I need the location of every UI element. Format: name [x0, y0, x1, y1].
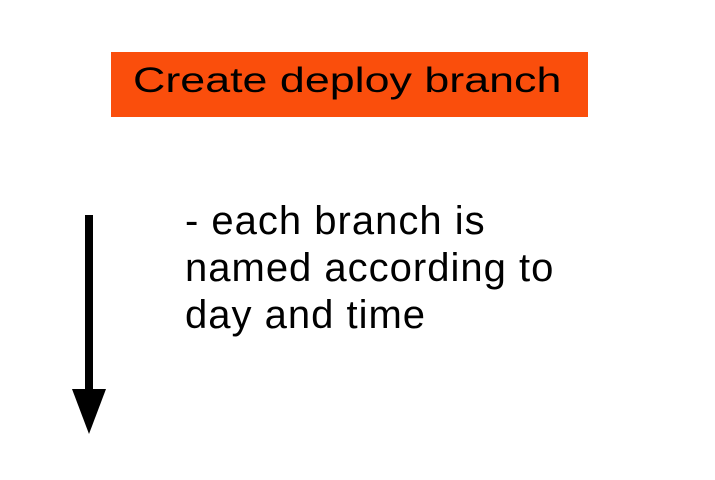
- note-line-2: named according to: [185, 246, 555, 290]
- down-arrow-shaft: [85, 215, 93, 391]
- branch-naming-note: - each branch is named according to day …: [185, 198, 554, 339]
- note-line-1: - each branch is: [185, 199, 486, 243]
- down-arrow-icon: [72, 215, 106, 434]
- step-box-label: Create deploy branch: [133, 60, 562, 100]
- down-arrow-head: [72, 389, 106, 434]
- step-box-create-deploy-branch: Create deploy branch: [111, 52, 588, 117]
- note-line-3: day and time: [185, 293, 427, 337]
